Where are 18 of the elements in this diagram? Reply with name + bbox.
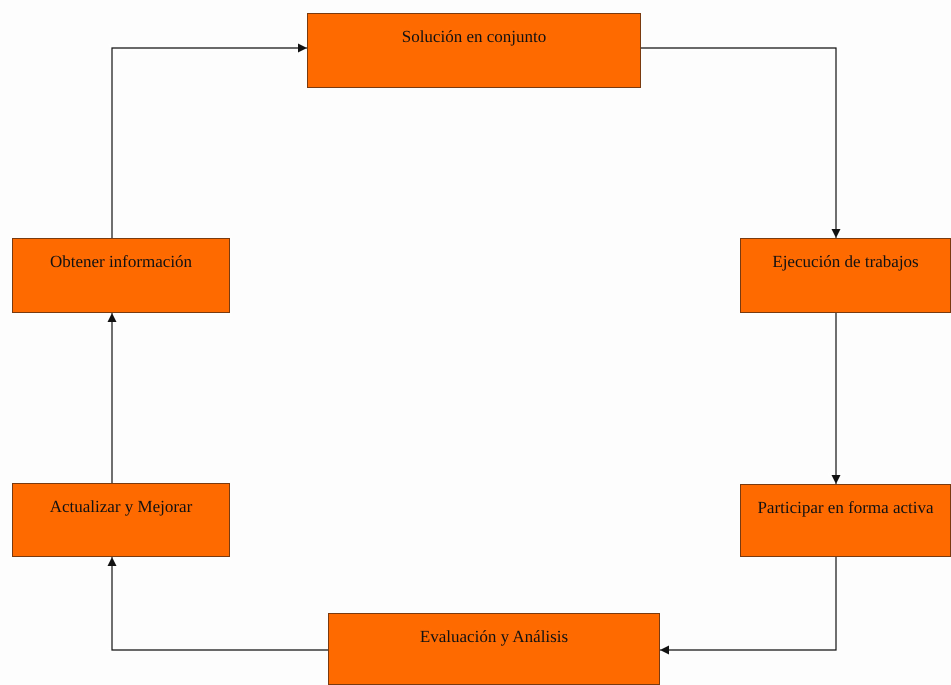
process-box	[12, 238, 230, 313]
process-box	[740, 238, 951, 313]
arrow	[111, 44, 307, 238]
arrow	[108, 313, 116, 483]
process-box	[307, 13, 641, 88]
step-label: Solución en conjunto	[400, 26, 548, 48]
step-label: Obtener información	[48, 251, 194, 273]
step-label: Evaluación y Análisis	[418, 626, 570, 648]
process-box	[12, 483, 230, 557]
step-label: Ejecución de trabajos	[771, 251, 920, 273]
process-box	[328, 613, 660, 685]
arrow	[832, 313, 840, 484]
step-label: Actualizar y Mejorar	[48, 496, 194, 518]
arrow	[108, 557, 328, 651]
arrow	[660, 557, 837, 654]
arrow	[641, 47, 840, 238]
process-box	[740, 484, 951, 557]
step-label: Participar en forma activa	[756, 497, 935, 519]
